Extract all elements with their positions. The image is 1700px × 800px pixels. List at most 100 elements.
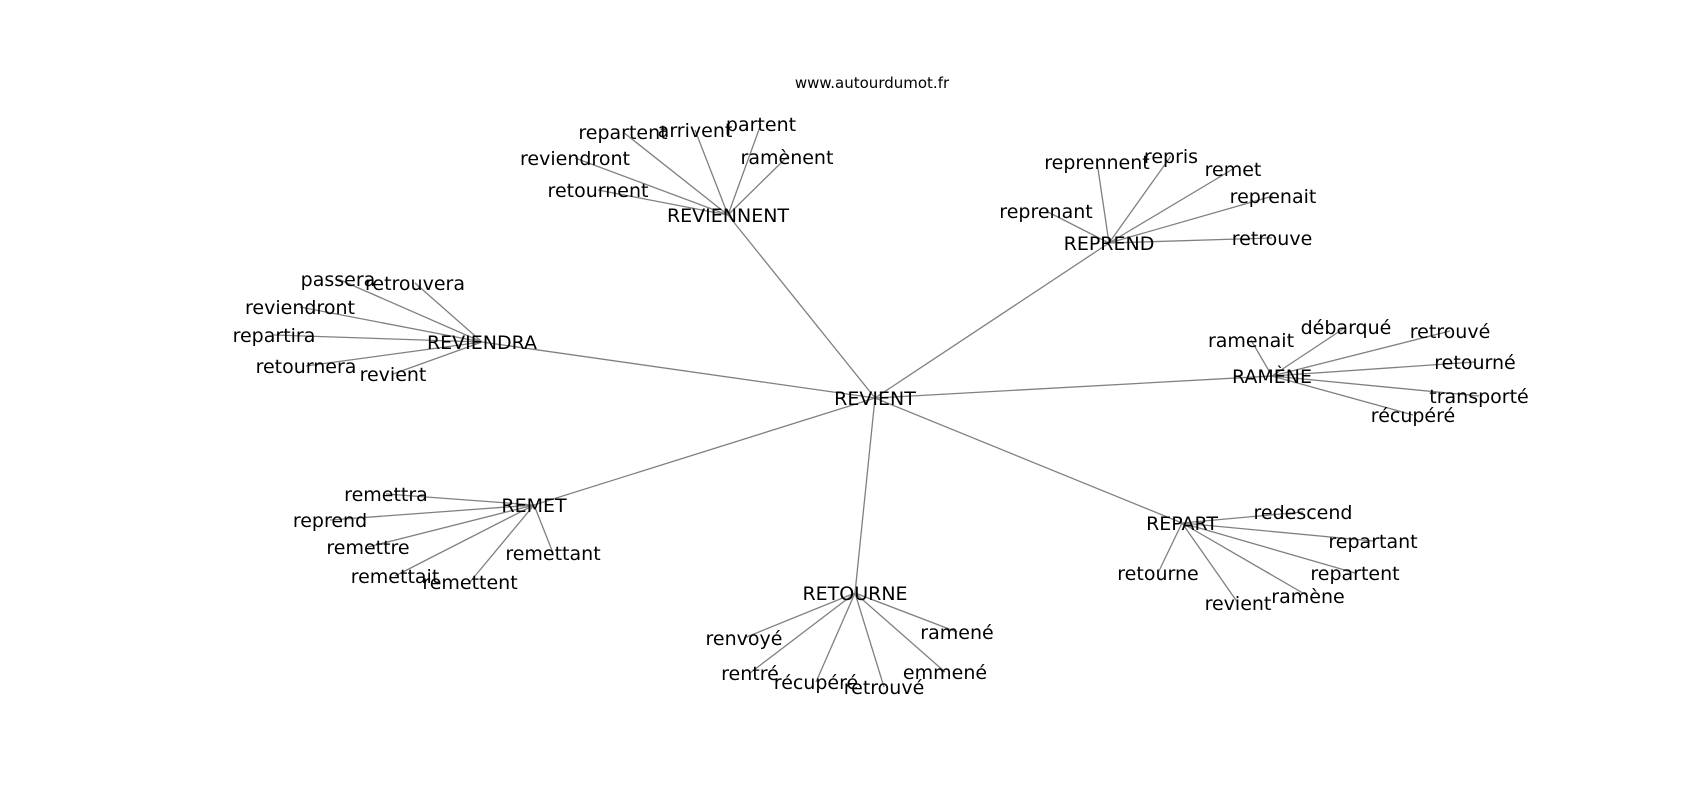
leaf-word[interactable]: passera bbox=[301, 269, 376, 291]
leaf-word[interactable]: retourné bbox=[1434, 352, 1515, 374]
edge-center-hub bbox=[533, 397, 876, 506]
hub-word[interactable]: REPART bbox=[1146, 513, 1218, 535]
edge-hub-leaf bbox=[385, 493, 535, 506]
edge-hub-leaf bbox=[1271, 330, 1451, 377]
edge-hub-leaf bbox=[1108, 168, 1234, 244]
leaf-word[interactable]: retrouvera bbox=[365, 273, 465, 295]
edge-hub-leaf bbox=[694, 129, 729, 216]
edge-hub-leaf bbox=[1271, 326, 1347, 377]
edge-hub-leaf bbox=[1181, 522, 1309, 597]
hub-word[interactable]: REPREND bbox=[1064, 233, 1155, 255]
edge-hub-leaf bbox=[533, 504, 554, 554]
edge-center-hub bbox=[874, 397, 1183, 524]
leaf-word[interactable]: repartant bbox=[1328, 531, 1417, 553]
hub-word[interactable]: REMET bbox=[501, 495, 567, 517]
leaf-word[interactable]: remettre bbox=[326, 537, 409, 559]
leaf-word[interactable]: revient bbox=[1205, 593, 1272, 615]
edge-center-hub bbox=[874, 242, 1110, 399]
edge-hub-leaf bbox=[394, 504, 535, 577]
edge-hub-leaf bbox=[1108, 195, 1274, 244]
leaf-word[interactable]: emmené bbox=[903, 662, 987, 684]
hub-word[interactable]: RAMÈNE bbox=[1232, 365, 1312, 388]
edge-hub-leaf bbox=[1108, 237, 1273, 244]
edge-center-hub bbox=[727, 214, 876, 399]
leaf-word[interactable]: repartira bbox=[233, 325, 316, 347]
edge-hub-leaf bbox=[854, 592, 946, 673]
edge-center-hub bbox=[481, 341, 876, 399]
edge-hub-leaf bbox=[1271, 361, 1476, 377]
edge-hub-leaf bbox=[1181, 522, 1374, 542]
leaf-word[interactable]: retournent bbox=[548, 180, 649, 202]
edge-hub-leaf bbox=[815, 592, 856, 683]
leaf-word[interactable]: repris bbox=[1144, 146, 1198, 168]
leaf-word[interactable]: remettant bbox=[505, 543, 600, 565]
edge-hub-leaf bbox=[367, 504, 535, 548]
edge-hub-leaf bbox=[743, 592, 856, 639]
edge-hub-leaf bbox=[414, 282, 483, 343]
edge-hub-leaf bbox=[299, 306, 483, 343]
hub-word[interactable]: REVIENNENT bbox=[667, 205, 789, 227]
edge-hub-leaf bbox=[305, 341, 483, 367]
edge-hub-leaf bbox=[1157, 522, 1183, 574]
edge-hub-leaf bbox=[749, 592, 856, 674]
leaf-word[interactable]: repartent bbox=[578, 122, 667, 144]
leaf-word[interactable]: remet bbox=[1205, 159, 1262, 181]
edge-hub-leaf bbox=[1045, 210, 1110, 244]
leaf-word[interactable]: ramène bbox=[1271, 586, 1344, 608]
leaf-word[interactable]: remettait bbox=[351, 566, 440, 588]
leaf-word[interactable]: transporté bbox=[1429, 386, 1528, 408]
leaf-word[interactable]: reprennent bbox=[1044, 152, 1150, 174]
leaf-word[interactable]: ramenait bbox=[1208, 330, 1294, 352]
edge-hub-leaf bbox=[854, 592, 885, 688]
edge-hub-leaf bbox=[1108, 155, 1172, 244]
leaf-word[interactable]: arrivent bbox=[658, 120, 733, 142]
edge-hub-leaf bbox=[597, 189, 729, 216]
leaf-word[interactable]: récupéré bbox=[1371, 405, 1455, 427]
leaf-word[interactable]: renvoyé bbox=[706, 628, 783, 650]
edge-hub-leaf bbox=[1250, 339, 1273, 377]
center-word[interactable]: REVIENT bbox=[834, 388, 916, 410]
leaf-word[interactable]: retourne bbox=[1117, 563, 1198, 585]
edge-center-hub bbox=[874, 375, 1273, 399]
leaf-word[interactable]: redescend bbox=[1254, 502, 1353, 524]
leaf-word[interactable]: retournera bbox=[256, 356, 357, 378]
leaf-word[interactable]: repartent bbox=[1310, 563, 1399, 585]
leaf-word[interactable]: ramené bbox=[920, 622, 993, 644]
edge-hub-leaf bbox=[622, 131, 729, 216]
edge-hub-leaf bbox=[273, 334, 483, 343]
hub-word[interactable]: REVIENDRA bbox=[427, 332, 537, 354]
edge-hub-leaf bbox=[727, 123, 762, 216]
leaf-word[interactable]: reviendront bbox=[245, 297, 355, 319]
edge-hub-leaf bbox=[1271, 375, 1480, 397]
edge-hub-leaf bbox=[574, 157, 729, 216]
edges bbox=[273, 123, 1480, 688]
leaf-word[interactable]: reprenait bbox=[1230, 186, 1317, 208]
edge-hub-leaf bbox=[854, 592, 958, 633]
leaf-word[interactable]: revient bbox=[360, 364, 427, 386]
leaf-word[interactable]: ramènent bbox=[741, 147, 834, 169]
edge-hub-leaf bbox=[1096, 161, 1110, 244]
leaf-word[interactable]: retrouvé bbox=[844, 677, 925, 699]
edge-center-hub bbox=[854, 397, 876, 594]
edge-hub-leaf bbox=[469, 504, 535, 583]
leaf-word[interactable]: reprenant bbox=[999, 201, 1092, 223]
leaf-word[interactable]: partent bbox=[726, 114, 796, 136]
leaf-word[interactable]: retrouvé bbox=[1410, 321, 1491, 343]
leaf-word[interactable]: remettent bbox=[422, 572, 517, 594]
leaf-word[interactable]: débarqué bbox=[1301, 317, 1392, 339]
hub-word[interactable]: RETOURNE bbox=[802, 583, 907, 605]
leaf-word[interactable]: reviendront bbox=[520, 148, 630, 170]
edge-hub-leaf bbox=[1181, 511, 1304, 524]
edge-hub-leaf bbox=[337, 278, 483, 343]
leaf-word[interactable]: remettra bbox=[344, 484, 428, 506]
edge-hub-leaf bbox=[329, 504, 535, 521]
edge-hub-leaf bbox=[392, 341, 483, 375]
leaf-word[interactable]: rentré bbox=[721, 663, 779, 685]
leaf-word[interactable]: reprend bbox=[293, 510, 367, 532]
leaf-word[interactable]: retrouve bbox=[1232, 228, 1313, 250]
edge-hub-leaf bbox=[727, 156, 788, 216]
leaf-word[interactable]: récupéré bbox=[774, 672, 858, 694]
source-label: www.autourdumot.fr bbox=[795, 74, 950, 92]
